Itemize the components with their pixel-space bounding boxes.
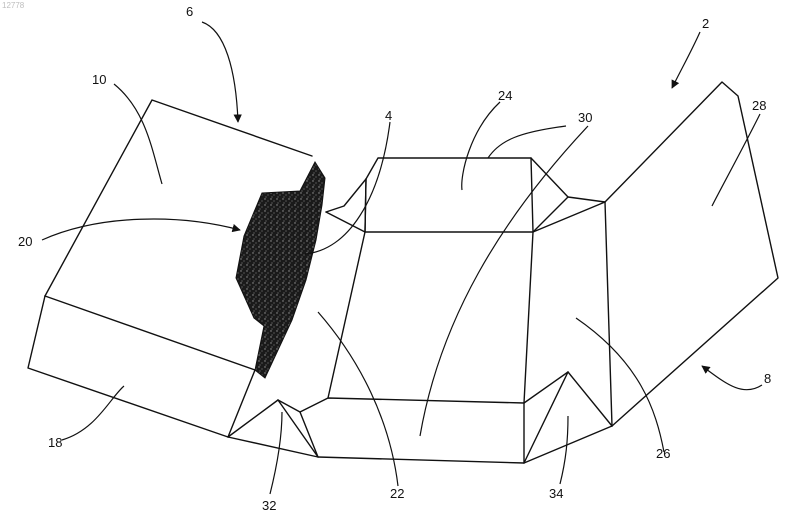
label-22: 22 — [390, 486, 404, 501]
leader-30b — [420, 126, 588, 436]
leader-20 — [42, 219, 240, 240]
leader-2 — [672, 32, 700, 88]
label-10: 10 — [92, 72, 106, 87]
label-8: 8 — [764, 371, 771, 386]
leader-10 — [114, 84, 162, 184]
leader-26 — [576, 318, 664, 452]
leader-28 — [712, 114, 760, 206]
label-30: 30 — [578, 110, 592, 125]
reference-labels: 2 4 6 8 10 18 20 22 24 26 28 30 32 34 — [18, 4, 771, 513]
label-34: 34 — [549, 486, 563, 501]
sheet-id: 12778 — [2, 1, 25, 10]
label-18: 18 — [48, 435, 62, 450]
cut-region — [236, 162, 325, 378]
label-32: 32 — [262, 498, 276, 513]
label-24: 24 — [498, 88, 512, 103]
leader-30a — [488, 126, 566, 158]
bottom-band — [228, 370, 612, 463]
leader-24 — [462, 102, 500, 190]
label-20: 20 — [18, 234, 32, 249]
leader-34 — [560, 416, 568, 484]
label-28: 28 — [752, 98, 766, 113]
right-panel — [605, 82, 778, 426]
leader-18 — [62, 386, 124, 440]
leader-8 — [702, 366, 762, 390]
label-6: 6 — [186, 4, 193, 19]
label-2: 2 — [702, 16, 709, 31]
leader-lines — [42, 22, 762, 494]
leader-32 — [270, 412, 282, 494]
label-4: 4 — [385, 108, 392, 123]
leader-6 — [202, 22, 238, 122]
label-26: 26 — [656, 446, 670, 461]
